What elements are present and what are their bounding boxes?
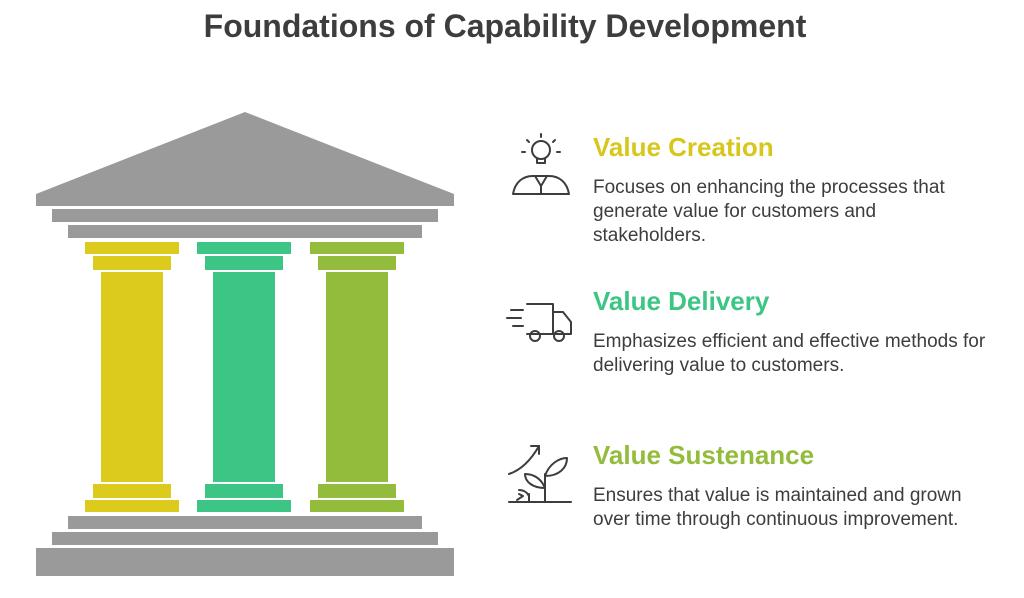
item-heading: Value Delivery: [593, 286, 770, 316]
temple-base-step-2: [52, 532, 438, 545]
temple-entablature-upper: [52, 209, 438, 222]
page-title: Foundations of Capability Development: [203, 8, 807, 44]
pillar-value-sustenance: [310, 242, 404, 512]
item-description: Focuses on enhancing the processes that …: [593, 177, 945, 246]
pillar-value-delivery: [197, 242, 291, 512]
delivery-truck-icon: [506, 303, 572, 342]
temple-base-step-1: [68, 516, 422, 529]
temple-diagram: [36, 112, 454, 576]
growing-plant-icon: [508, 445, 572, 503]
item-description: Emphasizes efficient and effective metho…: [593, 331, 986, 376]
temple-roof: [36, 112, 454, 206]
item-heading: Value Creation: [593, 132, 774, 162]
item-heading: Value Sustenance: [593, 440, 815, 470]
temple-entablature-lower: [68, 225, 422, 238]
item-description: Ensures that value is maintained and gro…: [593, 485, 962, 530]
temple-base-step-3: [36, 548, 454, 576]
lightbulb-person-icon: [512, 133, 570, 195]
pillar-value-creation: [85, 242, 179, 512]
